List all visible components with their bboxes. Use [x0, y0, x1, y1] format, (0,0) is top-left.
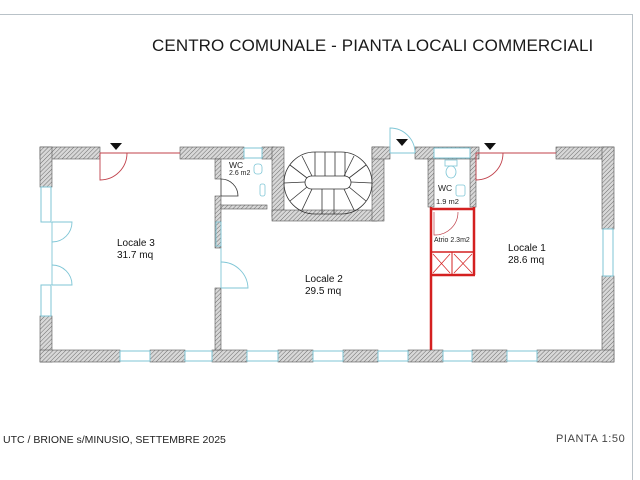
- wc-left-door: [220, 178, 239, 197]
- wc-right-name: WC: [438, 183, 453, 193]
- entrance-arrow-icon: [110, 143, 122, 150]
- atrio-label: Atrio 2.3m2: [434, 237, 470, 244]
- red-partitions: [429, 207, 476, 350]
- sink-icon: [259, 183, 266, 197]
- wc-fixtures: [253, 159, 466, 197]
- room-label-locale-3: Locale 3 31.7 mq: [117, 238, 155, 262]
- windows: [40, 147, 614, 362]
- wc-left-name: WC: [229, 160, 244, 170]
- toilet-icon: [445, 165, 457, 179]
- entrance-arrow-icon: [484, 143, 496, 150]
- atrio-door: [433, 211, 459, 236]
- wc-right-area: 1.9 m2: [436, 197, 459, 206]
- page-title: CENTRO COMUNALE - PIANTA LOCALI COMMERCI…: [152, 36, 594, 55]
- toilet-icon: [253, 163, 263, 175]
- entrance-arrow-icon: [396, 139, 408, 146]
- interior-door-l3-l2: [215, 221, 249, 289]
- room-area: 29.5 mq: [305, 286, 342, 297]
- room-name: Locale 2: [305, 274, 343, 285]
- stair-entry-door: [389, 127, 416, 154]
- room-label-locale-2: Locale 2 29.5 mq: [305, 274, 343, 298]
- entrance-markers: [110, 139, 496, 150]
- left-french-door: [51, 221, 73, 286]
- sheet-frame-top: [0, 14, 633, 15]
- room-area: 28.6 mq: [508, 255, 545, 266]
- footer-credit: UTC / BRIONE s/MINUSIO, SETTEMBRE 2025: [3, 434, 226, 446]
- room-name: Locale 1: [508, 243, 546, 254]
- wc-left-area: 2.6 m2: [229, 170, 251, 177]
- sink-icon: [455, 184, 466, 197]
- red-doors: [99, 152, 556, 181]
- sheet-frame-right: [632, 14, 633, 480]
- staircase: [283, 151, 373, 215]
- room-label-locale-1: Locale 1 28.6 mq: [508, 243, 546, 267]
- room-name: Locale 3: [117, 238, 155, 249]
- room-area: 31.7 mq: [117, 250, 154, 261]
- drawing-scale: PIANTA 1:50: [556, 433, 626, 445]
